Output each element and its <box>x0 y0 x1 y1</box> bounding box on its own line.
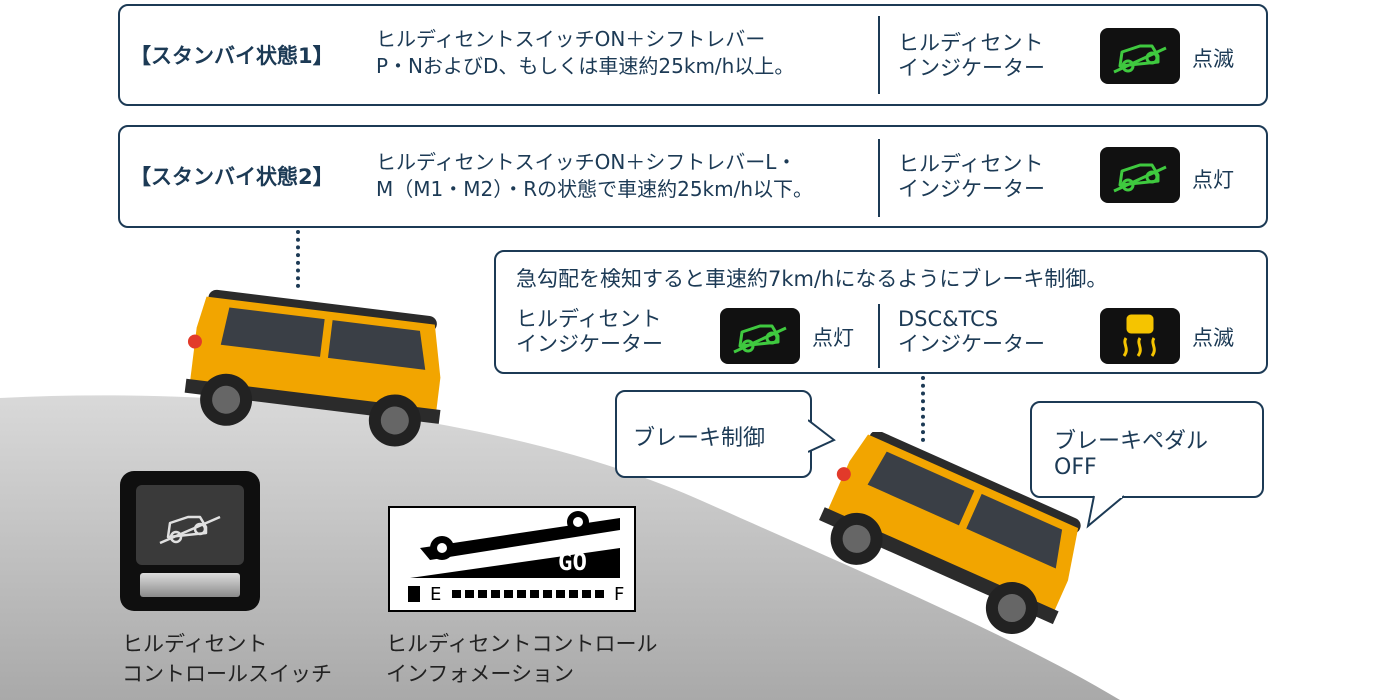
hill-descent-indicator-icon <box>1100 147 1180 203</box>
bubble-brake-control-tail <box>808 419 836 453</box>
info-display-go: GO <box>558 548 587 576</box>
hill-descent-info-display: GO E F <box>388 506 636 612</box>
hill-descent-indicator-icon <box>720 308 800 364</box>
standby-1-box: 【スタンバイ状態1】 ヒルディセントスイッチON＋シフトレバー P・NおよびD、… <box>118 4 1268 106</box>
active-control-box: 急勾配を検知すると車速約7km/hになるようにブレーキ制御。 ヒルディセント イ… <box>494 250 1268 374</box>
active-desc: 急勾配を検知すると車速約7km/hになるようにブレーキ制御。 <box>516 267 1108 291</box>
standby-2-status: 点灯 <box>1192 168 1234 192</box>
bubble-brake-pedal-line1: ブレーキペダル <box>1054 429 1209 454</box>
caption-info-line2: インフォメーション <box>386 662 574 686</box>
active-dsc-label-2: インジケーター <box>898 332 1045 356</box>
fuel-empty-label: E <box>430 584 442 605</box>
bubble-brake-pedal-tail <box>1086 494 1125 529</box>
standby-1-title: 【スタンバイ状態1】 <box>130 44 334 68</box>
active-hdc-label-2: インジケーター <box>516 332 663 356</box>
info-display-graphic <box>410 511 620 578</box>
standby-2-title: 【スタンバイ状態2】 <box>130 165 334 189</box>
connector-active <box>921 376 925 442</box>
bubble-brake-pedal: ブレーキペダル OFF <box>1030 401 1264 498</box>
standby-1-desc-line2: P・NおよびD、もしくは車速約25km/h以上。 <box>376 54 795 78</box>
bubble-brake-control-text: ブレーキ制御 <box>633 426 766 451</box>
connector-standby <box>296 230 300 288</box>
active-hdc-label-1: ヒルディセント <box>516 307 662 331</box>
standby-1-desc-line1: ヒルディセントスイッチON＋シフトレバー <box>376 27 766 51</box>
hill-descent-switch-icon <box>159 515 221 545</box>
standby-2-desc-line2: M（M1・M2）・Rの状態で車速約25km/h以下。 <box>376 177 814 201</box>
hill-descent-indicator-icon <box>1100 28 1180 84</box>
standby-2-desc-line1: ヒルディセントスイッチON＋シフトレバーL・ <box>376 150 797 174</box>
active-divider <box>878 304 880 368</box>
active-dsc-status: 点滅 <box>1192 326 1234 350</box>
fuel-gauge-bar <box>452 590 606 598</box>
caption-switch-line2: コントロールスイッチ <box>122 662 332 686</box>
standby-2-indicator-label-2: インジケーター <box>898 177 1045 201</box>
fuel-full-label: F <box>614 584 625 605</box>
active-hdc-status: 点灯 <box>812 326 854 350</box>
standby-1-status: 点滅 <box>1192 47 1234 71</box>
standby-2-indicator-label-1: ヒルディセント <box>898 152 1044 176</box>
caption-switch-line1: ヒルディセント <box>122 632 268 656</box>
standby-2-divider <box>878 139 880 217</box>
standby-1-indicator-label-2: インジケーター <box>898 56 1045 80</box>
bubble-brake-control: ブレーキ制御 <box>615 390 812 478</box>
fuel-pump-icon <box>408 586 420 602</box>
standby-2-box: 【スタンバイ状態2】 ヒルディセントスイッチON＋シフトレバーL・ M（M1・M… <box>118 125 1268 228</box>
car-standby <box>184 289 441 447</box>
standby-1-indicator-label-1: ヒルディセント <box>898 31 1044 55</box>
standby-1-divider <box>878 16 880 94</box>
car-descending <box>819 432 1081 635</box>
hill-descent-switch-image <box>120 471 260 611</box>
dsc-tcs-indicator-icon <box>1100 308 1180 364</box>
bubble-brake-pedal-line2: OFF <box>1054 455 1097 480</box>
active-dsc-label-1: DSC&TCS <box>898 307 999 331</box>
caption-info-line1: ヒルディセントコントロール <box>386 632 658 656</box>
